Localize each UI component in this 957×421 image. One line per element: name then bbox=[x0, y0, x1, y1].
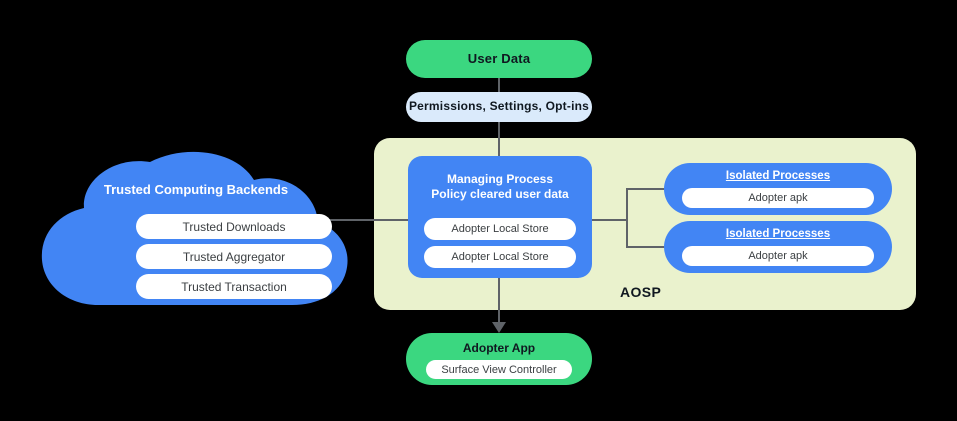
isolated-process-title-1[interactable]: Isolated Processes bbox=[725, 170, 831, 182]
trusted-computing-backends-cloud[interactable]: Trusted Computing Backends Trusted Downl… bbox=[40, 150, 352, 310]
connector-managing-process-to-adopter-app bbox=[498, 278, 500, 326]
permissions-label: Permissions, Settings, Opt-ins bbox=[408, 99, 590, 114]
isolated-process-node-2[interactable]: Isolated Processes Adopter apk bbox=[664, 221, 892, 273]
connector-permissions-to-managing-process bbox=[498, 122, 500, 156]
adopter-app-node[interactable]: Adopter App Surface View Controller bbox=[406, 333, 592, 385]
adopter-local-store-2[interactable]: Adopter Local Store bbox=[424, 246, 576, 268]
cloud-title: Trusted Computing Backends bbox=[103, 182, 289, 197]
connector-userdata-to-permissions bbox=[498, 78, 500, 92]
managing-process-title-line2: Policy cleared user data bbox=[431, 187, 569, 201]
connector-bracket-spine bbox=[626, 188, 628, 248]
arrowhead-down-icon bbox=[492, 322, 506, 333]
adopter-app-title: Adopter App bbox=[462, 341, 536, 355]
cloud-item-trusted-transaction[interactable]: Trusted Transaction bbox=[136, 274, 332, 299]
managing-process-node[interactable]: Managing Process Policy cleared user dat… bbox=[408, 156, 592, 278]
isolated-process-node-1[interactable]: Isolated Processes Adopter apk bbox=[664, 163, 892, 215]
adopter-apk-2[interactable]: Adopter apk bbox=[682, 246, 874, 266]
adopter-apk-1[interactable]: Adopter apk bbox=[682, 188, 874, 208]
connector-managing-process-to-bracket bbox=[592, 219, 628, 221]
adopter-local-store-1[interactable]: Adopter Local Store bbox=[424, 218, 576, 240]
managing-process-title-line1: Managing Process bbox=[446, 172, 554, 186]
cloud-item-trusted-aggregator[interactable]: Trusted Aggregator bbox=[136, 244, 332, 269]
connector-bracket-to-isolated-process-2 bbox=[626, 246, 666, 248]
user-data-label: User Data bbox=[467, 50, 531, 66]
connector-bracket-to-isolated-process-1 bbox=[626, 188, 666, 190]
aosp-label: AOSP bbox=[620, 284, 662, 300]
user-data-node[interactable]: User Data bbox=[406, 40, 592, 78]
surface-view-controller[interactable]: Surface View Controller bbox=[426, 360, 572, 379]
managing-process-title: Managing Process Policy cleared user dat… bbox=[408, 172, 592, 202]
permissions-settings-optins-node[interactable]: Permissions, Settings, Opt-ins bbox=[406, 92, 592, 122]
cloud-item-trusted-downloads[interactable]: Trusted Downloads bbox=[136, 214, 332, 239]
connector-cloud-to-aosp bbox=[318, 219, 408, 221]
isolated-process-title-2[interactable]: Isolated Processes bbox=[725, 228, 831, 240]
